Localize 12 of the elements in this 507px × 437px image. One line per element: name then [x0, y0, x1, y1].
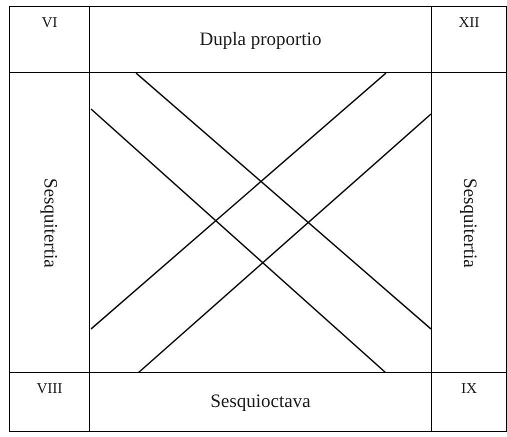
numeral-label: XII [458, 15, 480, 32]
table-cell [431, 6, 507, 73]
vertical-label: Sesquitertia [38, 178, 60, 268]
table-cell [9, 6, 90, 73]
numeral-label: IX [461, 381, 477, 398]
vertical-label: Sesquitertia [458, 178, 480, 268]
table-cell [431, 372, 507, 432]
cell-label: Sesquioctava [210, 391, 311, 413]
numeral-label: VIII [36, 381, 62, 398]
numeral-label: VI [42, 15, 58, 32]
cell-label: Dupla proportio [200, 28, 322, 50]
table-cell [9, 372, 90, 432]
